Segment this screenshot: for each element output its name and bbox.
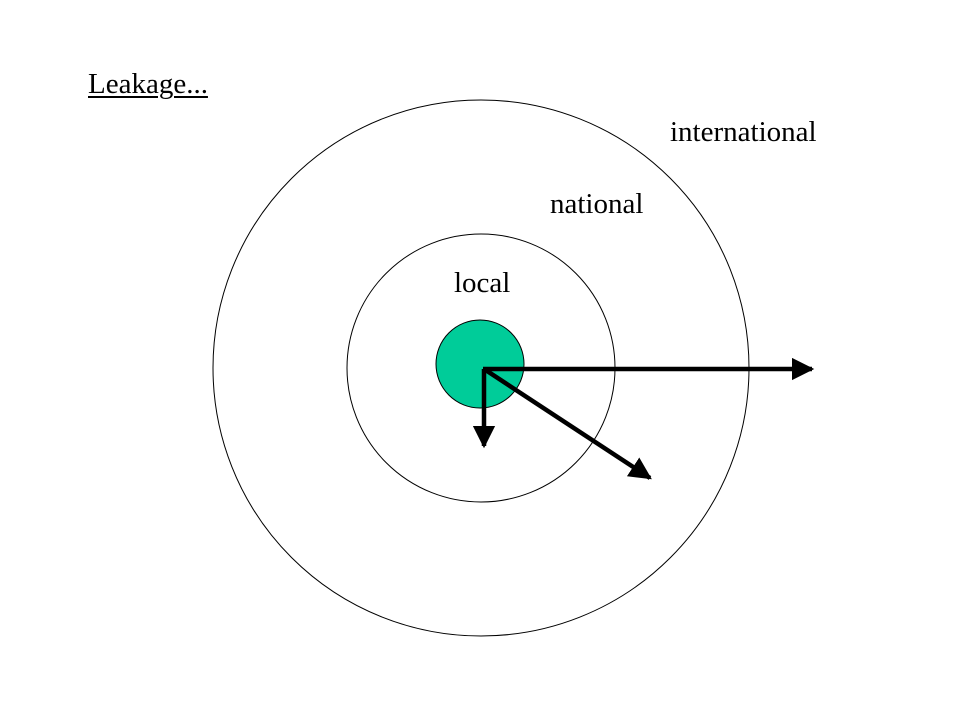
- local-core: [435, 319, 525, 409]
- label-national: national: [550, 188, 643, 220]
- label-local: local: [454, 267, 510, 299]
- diagram-title: Leakage...: [88, 68, 208, 100]
- arrow-diagonal: [482, 367, 652, 480]
- label-international: international: [670, 116, 817, 148]
